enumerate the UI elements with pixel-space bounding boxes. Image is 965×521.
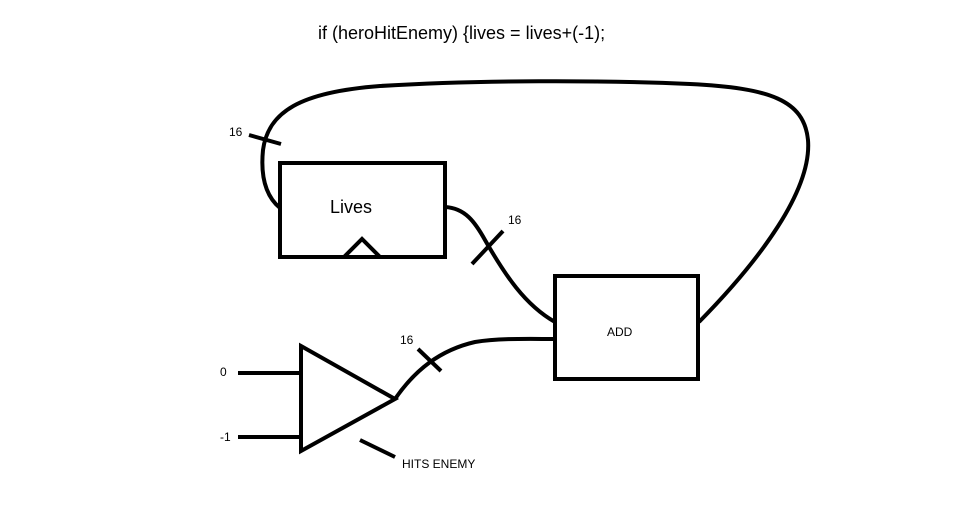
register-to-adder-wire — [444, 205, 556, 324]
register-out-bus-tick — [470, 229, 505, 266]
feedback-bus-tick — [248, 133, 282, 146]
mux-input-label-0: 0 — [220, 365, 227, 379]
register-out-bus-width: 16 — [508, 213, 522, 227]
feedback-wire — [260, 79, 811, 324]
mux-to-adder-wire — [393, 336, 556, 401]
mux-out-bus-width: 16 — [400, 333, 414, 347]
mux-input-label-1: -1 — [220, 430, 231, 444]
lives-register — [278, 161, 447, 259]
feedback-bus-width: 16 — [229, 125, 243, 139]
adder-label: ADD — [607, 325, 633, 339]
lives-register-label: Lives — [330, 197, 372, 217]
clock-triangle-icon — [342, 236, 382, 259]
adder-block — [553, 274, 700, 381]
mux-triangle — [299, 342, 400, 455]
mux-select-label: HITS ENEMY — [402, 457, 475, 471]
code-title: if (heroHitEnemy) {lives = lives+(-1); — [318, 23, 605, 43]
mux-select-wire — [359, 438, 396, 459]
mux-out-bus-tick — [416, 347, 443, 373]
